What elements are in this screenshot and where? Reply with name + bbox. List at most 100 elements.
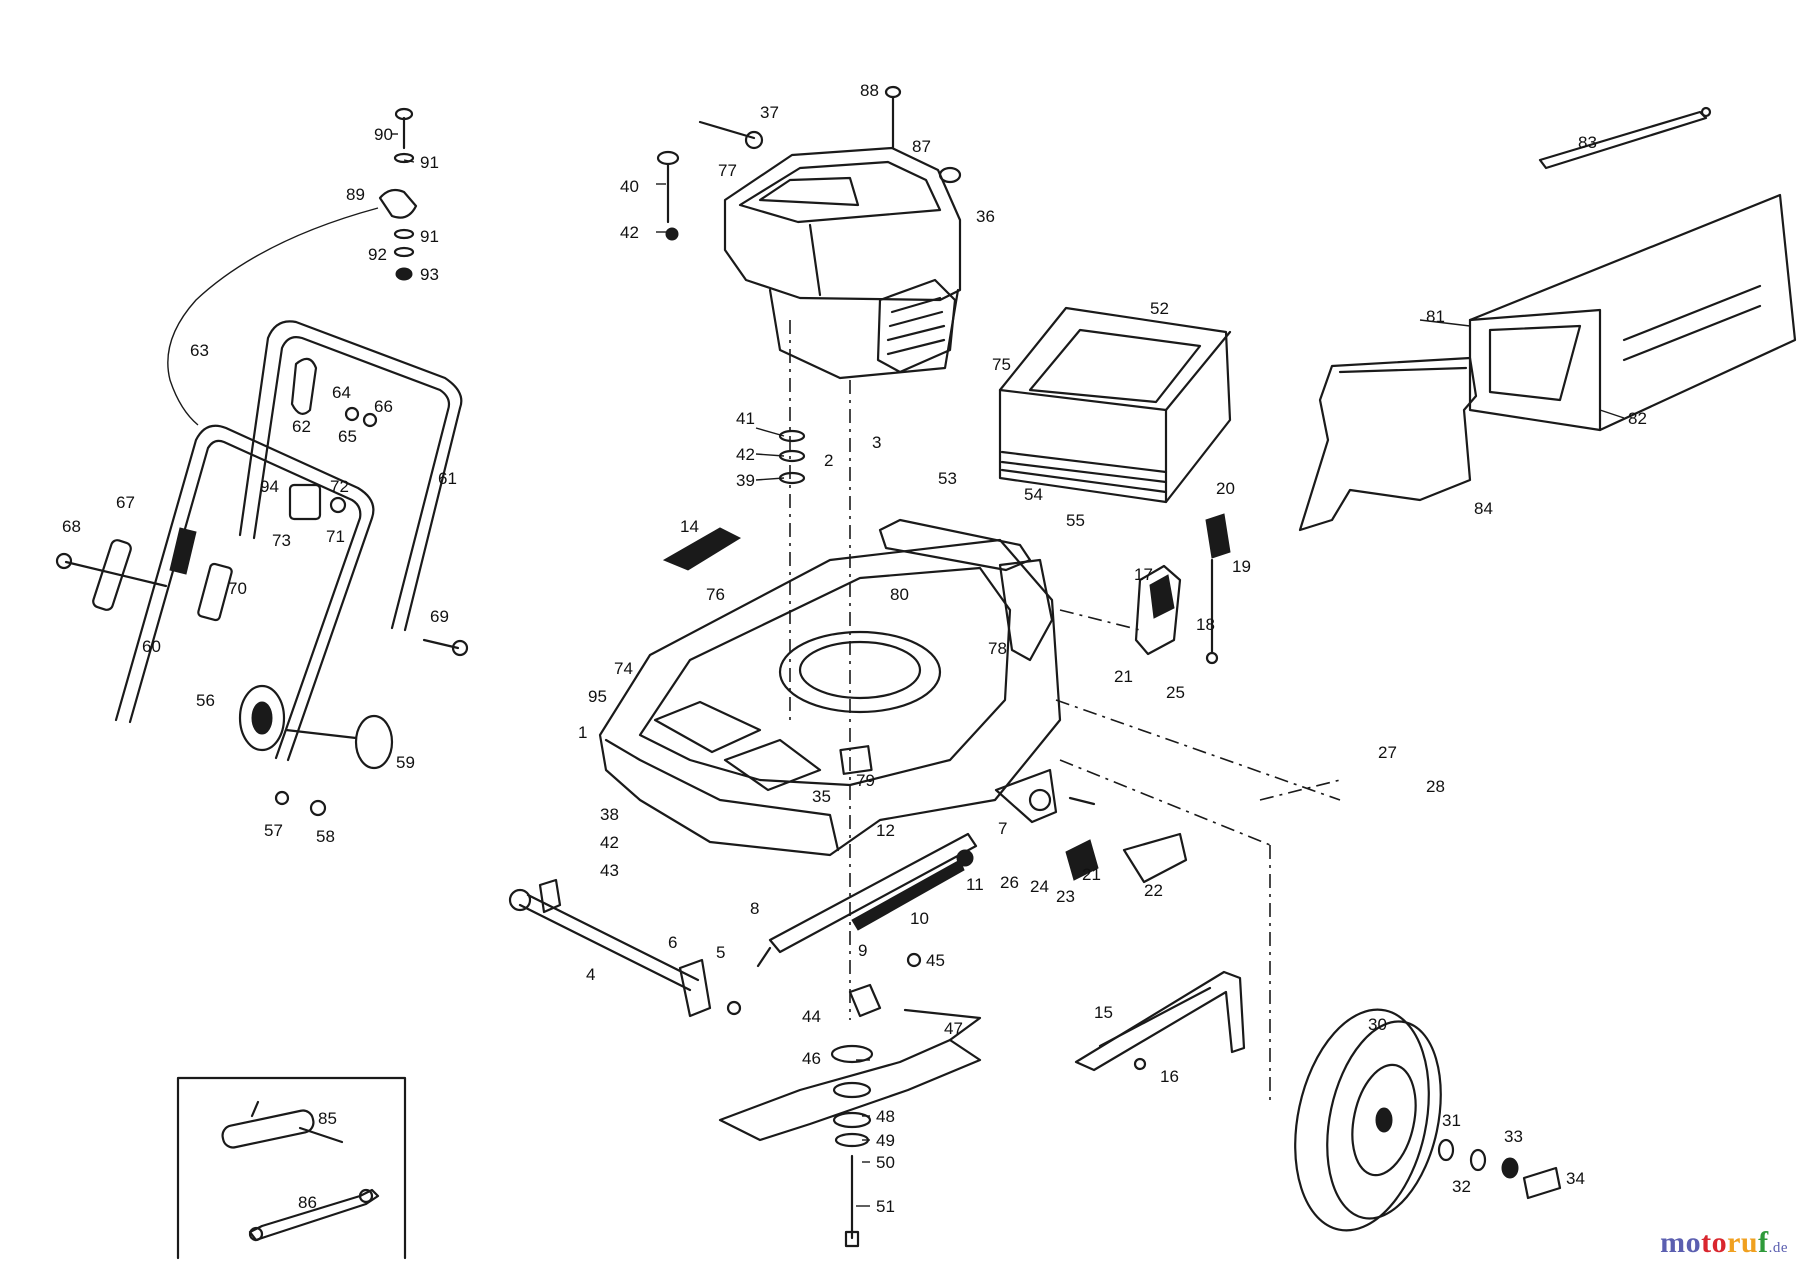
blade-assembly	[718, 952, 982, 1248]
watermark-letter: t	[1701, 1226, 1712, 1259]
engine-cover-drawing	[723, 146, 962, 302]
part-label: 87	[912, 137, 931, 156]
part-label: 2	[824, 451, 833, 470]
part-label: 71	[326, 527, 345, 546]
part-label: 6	[668, 933, 677, 952]
part-label: 74	[614, 659, 633, 678]
accessory-box	[176, 1076, 407, 1260]
part-label: 4	[586, 965, 595, 984]
part-label: 55	[1066, 511, 1085, 530]
part-label: 24	[1030, 877, 1049, 896]
catcher-frame-drawing	[1298, 356, 1478, 532]
part-label: 18	[1196, 615, 1215, 634]
part-label: 63	[190, 341, 209, 360]
part-label: 40	[620, 177, 639, 196]
part-label: 86	[298, 1193, 317, 1212]
watermark-letter: m	[1660, 1226, 1686, 1259]
deck-housing-drawing	[598, 538, 1062, 857]
part-label: 89	[346, 185, 365, 204]
part-label: 73	[272, 531, 291, 550]
part-label: 42	[620, 223, 639, 242]
leader-lines	[392, 133, 1625, 1207]
part-label: 78	[988, 639, 1007, 658]
part-label: 12	[876, 821, 895, 840]
part-label: 84	[1474, 499, 1493, 518]
part-label: 19	[1232, 557, 1251, 576]
front-axle-drawing	[508, 878, 742, 1018]
part-label: 30	[1368, 1015, 1387, 1034]
part-label: 14	[680, 517, 699, 536]
part-label: 8	[750, 899, 759, 918]
part-label: 25	[1166, 683, 1185, 702]
part-label: 26	[1000, 873, 1019, 892]
part-label: 95	[588, 687, 607, 706]
part-label: 57	[264, 821, 283, 840]
part-label: 51	[876, 1197, 895, 1216]
watermark-letter: u	[1740, 1226, 1759, 1259]
watermark-letter: f	[1758, 1226, 1769, 1259]
lever-bracket-drawing	[288, 483, 347, 521]
motoruf-watermark: motoruf.de	[1660, 1226, 1788, 1260]
watermark-letter: r	[1727, 1226, 1741, 1259]
part-label: 68	[62, 517, 81, 536]
part-label: 15	[1094, 1003, 1113, 1022]
part-label: 34	[1566, 1169, 1585, 1188]
part-label: 44	[802, 1007, 821, 1026]
air-box	[998, 306, 1232, 504]
part-label: 93	[420, 265, 439, 284]
part-label: 80	[890, 585, 909, 604]
part-label: 10	[910, 909, 929, 928]
part-label: 22	[1144, 881, 1163, 900]
upper-handle-drawing	[238, 320, 463, 632]
rear-flap-axis-line	[1059, 609, 1141, 631]
part-label: 82	[1628, 409, 1647, 428]
part-label: 49	[876, 1131, 895, 1150]
part-label: 37	[760, 103, 779, 122]
watermark-letter: o	[1685, 1226, 1702, 1259]
part-label: 43	[600, 861, 619, 880]
handle-knob-drawing	[238, 684, 394, 770]
handle-clamp-drawing	[55, 539, 168, 611]
part-label: 60	[142, 637, 161, 656]
part-label: 41	[736, 409, 755, 428]
part-label: 59	[396, 753, 415, 772]
part-label: 45	[926, 951, 945, 970]
handle-assembly	[55, 107, 469, 817]
part-label: 91	[420, 227, 439, 246]
part-label: 47	[944, 1019, 963, 1038]
rear-axle-drawing	[1074, 970, 1246, 1072]
part-label: 79	[856, 771, 875, 790]
part-label: 16	[1160, 1067, 1179, 1086]
part-label: 88	[860, 81, 879, 100]
part-label: 3	[872, 433, 881, 452]
spark-plug-wrench-drawing	[221, 1100, 344, 1149]
part-label: 65	[338, 427, 357, 446]
part-label: 39	[736, 471, 755, 490]
part-label: 27	[1378, 743, 1397, 762]
watermark-letter: o	[1711, 1226, 1728, 1259]
part-label: 33	[1504, 1127, 1523, 1146]
part-label: 35	[812, 787, 831, 806]
part-label: 11	[966, 875, 984, 894]
part-label: 62	[292, 417, 311, 436]
part-label: 36	[976, 207, 995, 226]
part-label: 21	[1114, 667, 1133, 686]
part-label: 7	[998, 819, 1007, 838]
part-label: 67	[116, 493, 135, 512]
part-label: 94	[260, 477, 279, 496]
part-label: 83	[1578, 133, 1597, 152]
part-label: 75	[992, 355, 1011, 374]
handle-strip-drawing	[197, 562, 233, 622]
part-labels: 90 91 89 91 92 93 88 37 87 40 77 36 42 8…	[62, 81, 1647, 1216]
part-label: 92	[368, 245, 387, 264]
deck-front-panel-drawing	[604, 738, 840, 852]
part-label: 69	[430, 607, 449, 626]
watermark-suffix: .de	[1768, 1240, 1788, 1256]
part-label: 64	[332, 383, 351, 402]
small-bolt-drawing	[274, 638, 469, 817]
part-label: 38	[600, 805, 619, 824]
height-adjust-drawing	[756, 768, 1188, 968]
part-label: 58	[316, 827, 335, 846]
part-label: 5	[716, 943, 725, 962]
